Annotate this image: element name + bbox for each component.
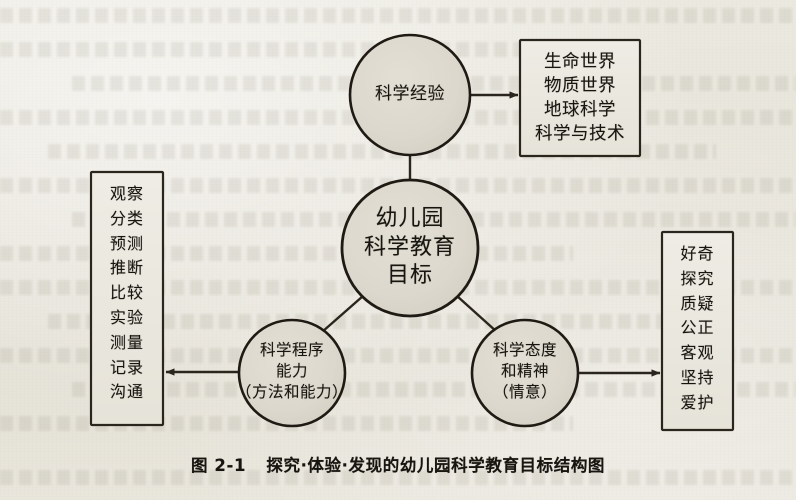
circle-center-goals <box>340 178 480 318</box>
figure-number: 图 2-1 <box>190 456 247 475</box>
circle-science-attitude-spirit <box>470 318 580 428</box>
connector-center-to-attitude <box>456 295 498 333</box>
box-science-process-skills <box>89 170 165 427</box>
box-science-experience-domains <box>518 38 642 158</box>
connector-center-to-process <box>321 295 364 333</box>
circle-science-experience <box>348 33 472 157</box>
figure-caption: 图 2-1 探究·体验·发现的幼儿园科学教育目标结构图 <box>0 452 796 476</box>
circle-science-process-ability <box>237 318 347 428</box>
box-science-attitude-traits <box>660 230 735 432</box>
figure-caption-text: 探究·体验·发现的幼儿园科学教育目标结构图 <box>266 456 606 475</box>
